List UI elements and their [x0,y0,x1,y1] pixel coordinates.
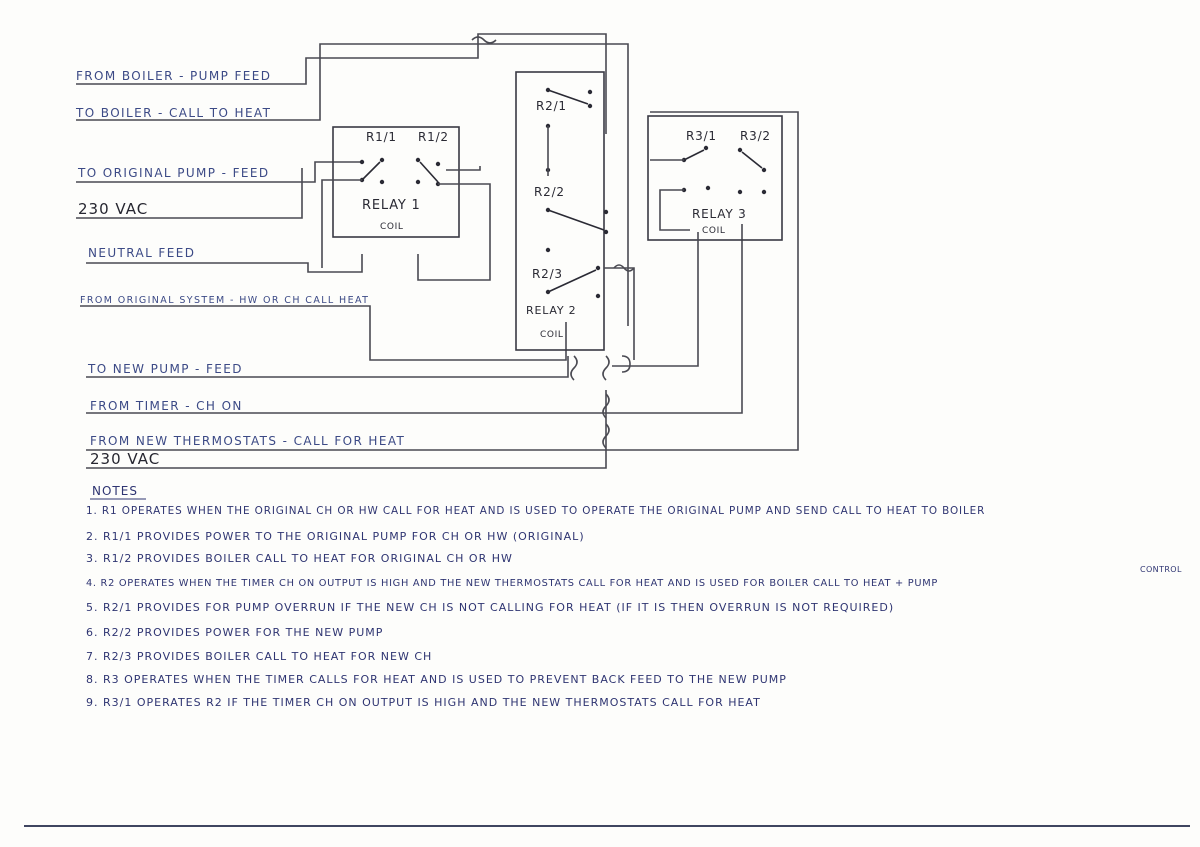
notes-heading: NOTES [92,484,138,498]
label-230vac-top: 230 VAC [78,200,148,218]
relay-3-box [647,115,783,241]
label-230vac-bottom: 230 VAC [90,450,160,468]
relay-2: R2/1 R2/2 R2/3 RELAY 2 COIL [515,71,635,360]
wire-neutral [86,254,363,273]
wire-to-new-pump [86,356,569,378]
input-wires [76,33,799,469]
relay-1-contact-1: R1/1 [366,130,397,144]
relay-2-contact-1: R2/1 [536,99,567,113]
wire-230vac-bottom [86,390,607,469]
relay-3-contact-2: R3/2 [740,129,771,143]
wire-to-boiler [76,43,629,326]
note-9: 9. R3/1 OPERATES R2 IF THE TIMER CH ON O… [86,696,761,709]
note-6: 6. R2/2 PROVIDES POWER FOR THE NEW PUMP [86,626,383,639]
label-from-new-thermostats: FROM NEW THERMOSTATS - CALL FOR HEAT [90,434,405,448]
relay-2-contact-3: R2/3 [532,267,563,281]
wire-from-timer [86,224,743,414]
label-from-original-system: FROM ORIGINAL SYSTEM - HW OR CH CALL HEA… [80,295,369,306]
relay-1: R1/1 R1/2 RELAY 1 COIL [321,126,491,281]
relay-3: R3/1 R3/2 RELAY 3 COIL [612,115,783,367]
relay-1-title: RELAY 1 [362,198,421,213]
label-from-timer-ch-on: FROM TIMER - CH ON [90,399,243,413]
label-to-new-pump-feed: TO NEW PUMP - FEED [87,362,243,376]
label-to-boiler-call-to-heat: TO BOILER - CALL TO HEAT [75,106,271,120]
note-5: 5. R2/1 PROVIDES FOR PUMP OVERRUN IF THE… [86,601,894,614]
label-neutral-feed: NEUTRAL FEED [88,246,195,260]
note-7: 7. R2/3 PROVIDES BOILER CALL TO HEAT FOR… [86,650,432,663]
relay-2-coil: COIL [540,330,563,340]
crossovers [471,36,635,449]
relay-3-title: RELAY 3 [692,207,747,221]
note-1: 1. R1 OPERATES WHEN THE ORIGINAL CH OR H… [86,505,985,517]
note-3: 3. R1/2 PROVIDES BOILER CALL TO HEAT FOR… [86,552,513,565]
label-from-boiler-pump-feed: FROM BOILER - PUMP FEED [76,69,271,83]
relay-1-contact-2: R1/2 [418,130,449,144]
relay-2-title: RELAY 2 [526,304,576,317]
notes: NOTES 1. R1 OPERATES WHEN THE ORIGINAL C… [86,484,1182,709]
note-2: 2. R1/1 PROVIDES POWER TO THE ORIGINAL P… [86,530,585,543]
relay-2-box [515,71,605,351]
wire-from-boiler [76,33,607,134]
wire-from-thermostats [86,111,799,451]
note-4-continued: CONTROL [1140,565,1182,574]
relay-3-contact-1: R3/1 [686,129,717,143]
note-4: 4. R2 OPERATES WHEN THE TIMER CH ON OUTP… [86,578,938,589]
note-8: 8. R3 OPERATES WHEN THE TIMER CALLS FOR … [86,673,787,686]
input-labels: FROM BOILER - PUMP FEED TO BOILER - CALL… [75,69,405,468]
wire-to-original-pump [76,161,362,183]
label-to-original-pump-feed: TO ORIGINAL PUMP - FEED [77,166,270,180]
wire-from-original-system [80,305,567,361]
relay-1-coil: COIL [380,222,403,232]
relay-2-contact-2: R2/2 [534,185,565,199]
relay-3-coil: COIL [702,226,725,236]
relay-1-box [332,126,460,238]
wire-230vac-top [76,168,303,219]
